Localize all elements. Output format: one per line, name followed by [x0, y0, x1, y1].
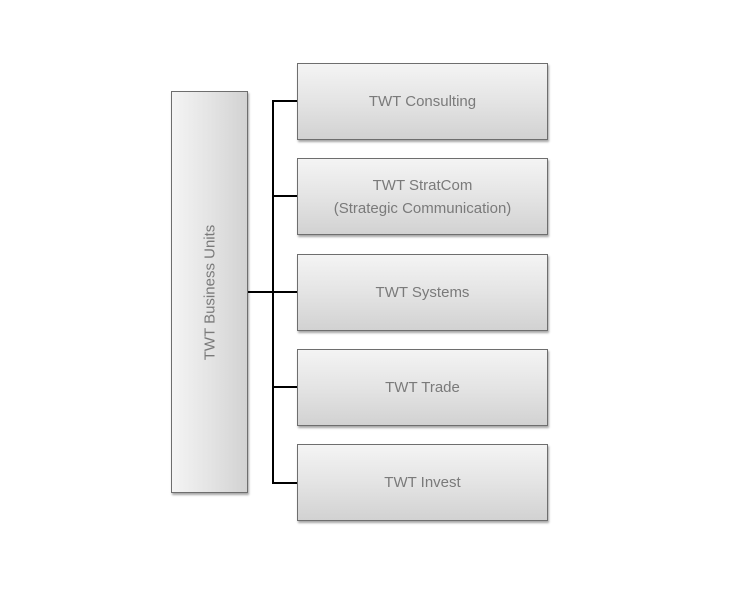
child-node-label: TWT Systems: [375, 284, 470, 301]
connector-branch-stratcom: [272, 195, 297, 197]
child-node-label: TWT Trade: [385, 379, 460, 396]
connector-branch-systems: [272, 291, 297, 293]
child-node-invest: TWT Invest: [297, 444, 548, 521]
child-node-sublabel: (Strategic Communication): [333, 199, 512, 217]
root-node-label: TWT Business Units: [201, 224, 218, 360]
child-node-label: TWT Invest: [384, 474, 461, 491]
child-node-label: TWT StratCom: [372, 176, 473, 194]
connector-branch-invest: [272, 482, 297, 484]
child-node-stratcom: TWT StratCom (Strategic Communication): [297, 158, 548, 235]
connector-branch-trade: [272, 386, 297, 388]
root-node-business-units: TWT Business Units: [171, 91, 248, 493]
child-node-consulting: TWT Consulting: [297, 63, 548, 140]
child-node-trade: TWT Trade: [297, 349, 548, 426]
child-node-label: TWT Consulting: [368, 93, 477, 110]
connector-branch-consulting: [272, 100, 297, 102]
connector-root-to-trunk: [248, 291, 274, 293]
child-node-systems: TWT Systems: [297, 254, 548, 331]
